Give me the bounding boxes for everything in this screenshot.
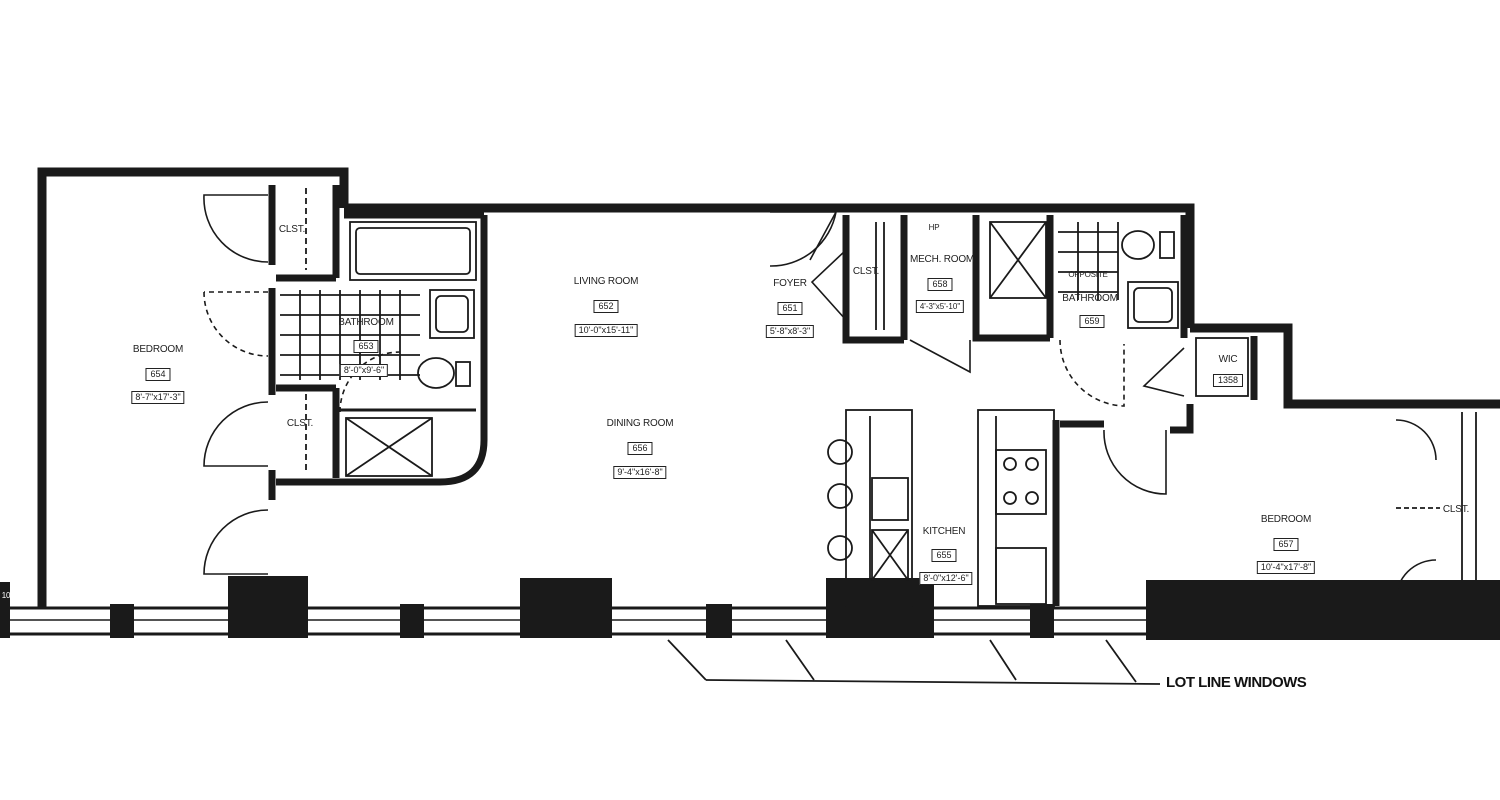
room-number-bathroom-right: 659 [1079, 315, 1105, 328]
room-name-closet-right: CLST. [1442, 504, 1470, 515]
room-number-dining-room: 656 [627, 442, 653, 455]
room-name-living-room: LIVING ROOM [573, 276, 639, 287]
room-name-closet-upper: CLST. [278, 224, 306, 235]
room-name-foyer: FOYER [773, 278, 807, 289]
room-dims-bedroom-left: 8'-7"x17'-3" [131, 391, 185, 404]
room-dims-mech-room: 4'-3"x5'-10" [915, 300, 965, 313]
room-name-wic: WIC [1218, 354, 1238, 365]
lot-line-windows-note: LOT LINE WINDOWS [1166, 674, 1307, 691]
room-number-wic: 1358 [1212, 374, 1244, 387]
columns [0, 576, 1500, 640]
room-dims-living-room: 10'-0"x15'-11" [574, 324, 638, 337]
room-tag-mech: HP [928, 223, 940, 232]
room-number-mech-room: 658 [927, 278, 953, 291]
room-dims-kitchen: 8'-0"x12'-6" [919, 572, 973, 585]
room-name-bedroom-right: BEDROOM [1260, 514, 1312, 525]
room-number-bedroom-right: 657 [1273, 538, 1299, 551]
room-name-bathroom-right: BATHROOM [1062, 293, 1118, 304]
room-dims-foyer: 5'-8"x8'-3" [765, 325, 815, 338]
interior-walls [268, 185, 1258, 606]
fixtures [280, 188, 1477, 685]
room-name-mech-room: MECH. ROOM [909, 254, 975, 265]
room-number-kitchen: 655 [931, 549, 957, 562]
room-extra-bathroom-right: OPPOSITE [1068, 270, 1108, 279]
room-dims-bathroom-left: 8'-0"x9'-6" [339, 364, 389, 377]
room-number-bathroom-left: 653 [353, 340, 379, 353]
room-number-foyer: 651 [777, 302, 803, 315]
room-name-kitchen: KITCHEN [922, 526, 966, 537]
edge-mark: 10 [1, 591, 11, 600]
room-dims-bedroom-right: 10'-4"x17'-8" [1256, 561, 1316, 574]
room-dims-dining-room: 9'-4"x16'-8" [613, 466, 667, 479]
room-name-bedroom-left: BEDROOM [132, 344, 184, 355]
exterior-walls [37, 167, 1500, 582]
room-name-closet-lower: CLST. [286, 418, 314, 429]
door-swings [203, 194, 1437, 601]
room-name-closet-foyer: CLST. [852, 266, 880, 277]
room-number-living-room: 652 [593, 300, 619, 313]
room-name-dining-room: DINING ROOM [606, 418, 674, 429]
room-number-bedroom-left: 654 [145, 368, 171, 381]
room-name-bathroom-left: BATHROOM [338, 317, 394, 328]
